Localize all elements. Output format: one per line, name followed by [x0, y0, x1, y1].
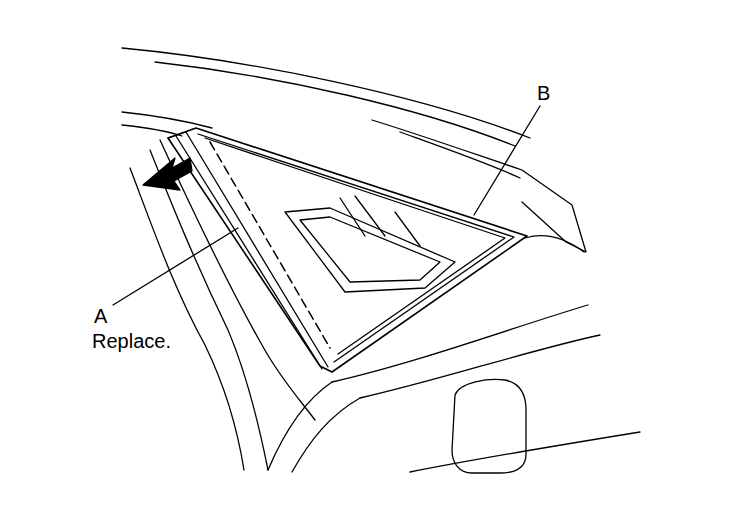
- callout-letter: A: [94, 305, 107, 327]
- callout-letter: B: [537, 82, 550, 104]
- instruction-note: Replace.: [92, 330, 171, 352]
